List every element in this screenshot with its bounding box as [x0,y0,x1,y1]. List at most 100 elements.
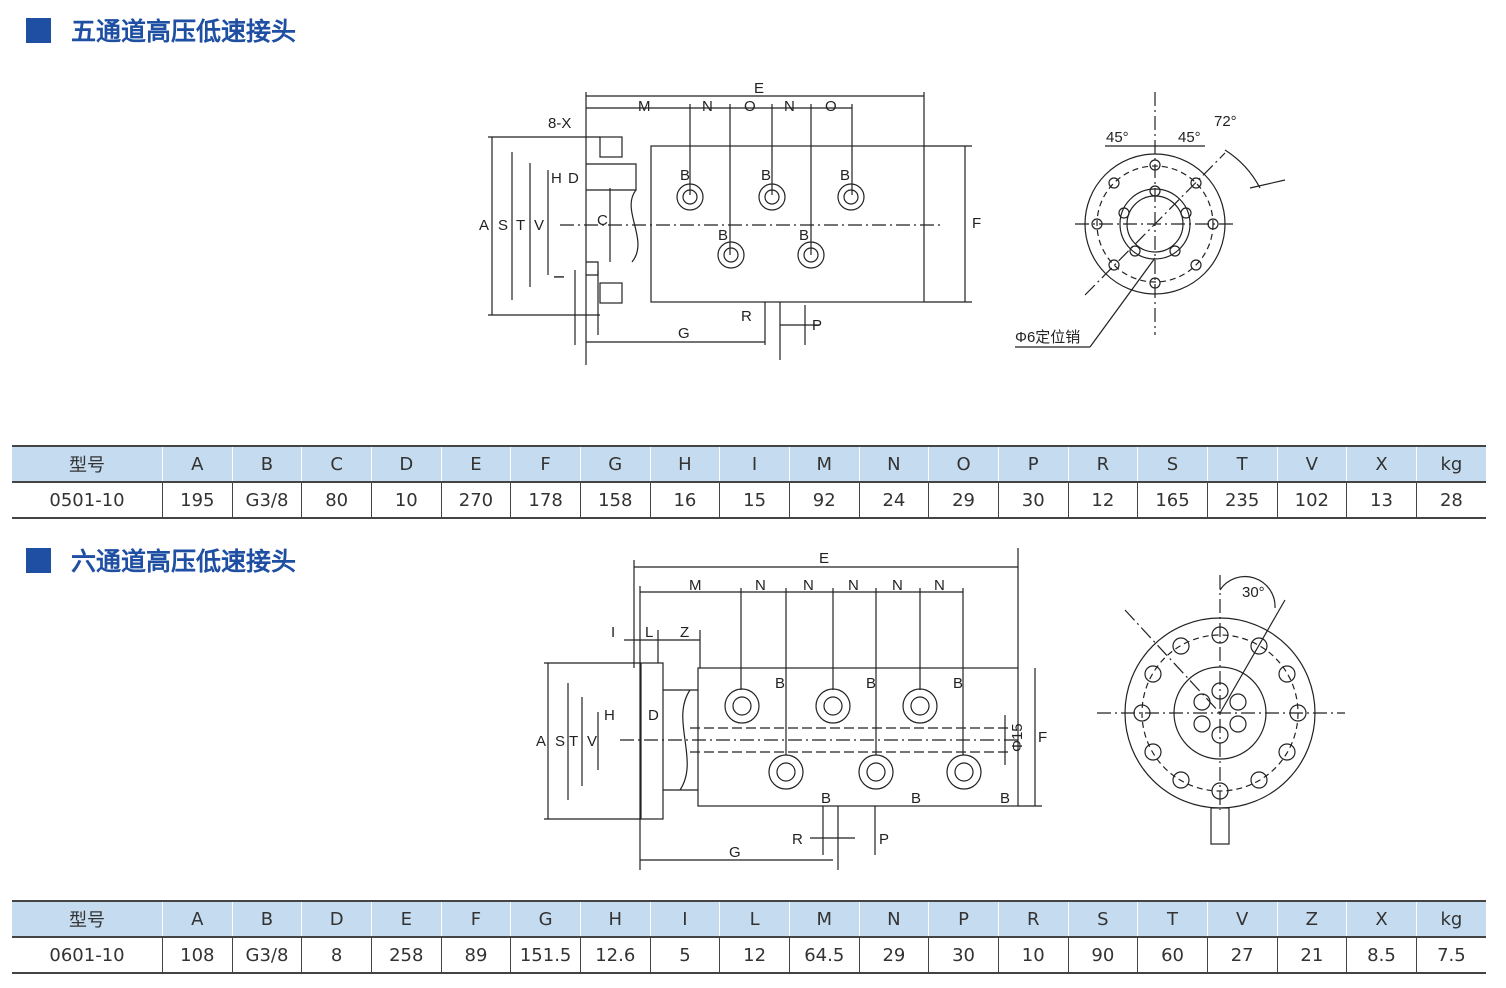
dim-label: R [741,308,752,325]
port-label: B [761,167,771,184]
column-header: H [579,900,651,938]
column-header: H [649,445,720,483]
table-cell: 195 [162,482,233,519]
table-cell: 30 [928,937,999,974]
dim-label: S [555,733,565,750]
column-header: F [440,900,511,938]
dim-label: P [812,317,822,334]
table-cell: 258 [370,937,442,974]
dim-label: F [972,215,981,232]
column-header: I [719,445,790,483]
dim-label: G [729,844,741,861]
column-header: D [301,900,372,938]
column-header: E [370,900,442,938]
port-label: B [718,227,728,244]
dim-label: D [568,170,579,187]
dim-label: C [597,212,608,229]
section1-title: 五通道高压低速接头 [26,12,296,48]
dim-label: H [604,707,615,724]
table-cell: 16 [649,482,720,519]
table-cell: 108 [162,937,233,974]
port-label: B [911,790,921,807]
dim-label: M [689,577,702,594]
table-cell: 0501-10 [12,482,163,519]
table-cell: 5 [649,937,720,974]
table-cell: 80 [301,482,372,519]
column-header: P [928,900,999,938]
table-cell: 13 [1346,482,1417,519]
table-cell: 158 [579,482,651,519]
port-label: B [799,227,809,244]
column-header: T [1137,900,1208,938]
dim-label: D [648,707,659,724]
angle-label: 30° [1242,584,1265,601]
port-label: B [775,675,785,692]
column-header: D [370,445,442,483]
section2-title-text: 六通道高压低速接头 [71,547,297,576]
section1-title-text: 五通道高压低速接头 [71,17,297,46]
table-cell: 8 [301,937,372,974]
table-cell: 10 [997,937,1069,974]
column-header: R [997,900,1069,938]
table-cell: 8.5 [1346,937,1417,974]
table-cell: 30 [997,482,1069,519]
locating-pin-label: Φ6定位销 [1015,329,1080,346]
column-header: S [1137,445,1208,483]
dim-label: N [803,577,814,594]
dim-label: N [892,577,903,594]
dim-label: P [879,831,889,848]
column-header: A [162,445,233,483]
column-header: X [1346,900,1417,938]
table-cell: G3/8 [231,937,302,974]
title-marker-icon [26,17,51,43]
table-cell: 89 [440,937,511,974]
dim-label: E [754,80,764,97]
column-header: N [858,900,929,938]
six-channel-side-view: E M N N N N N I L Z H D A S T V F Φ15 B … [536,548,1047,870]
dim-label: Φ15 [1009,723,1026,752]
dim-label: N [784,98,795,115]
dim-label: N [934,577,945,594]
dim-label: N [848,577,859,594]
dim-label: N [755,577,766,594]
table-cell: 60 [1137,937,1208,974]
column-header: E [440,445,511,483]
dim-label: T [516,217,525,234]
table-cell: 29 [928,482,999,519]
column-header: P [997,445,1069,483]
column-header: kg [1415,445,1486,483]
table-cell: 21 [1276,937,1347,974]
table-cell: 92 [788,482,860,519]
column-header: 型号 [12,900,163,938]
table-cell: 165 [1137,482,1208,519]
dim-label: N [702,98,713,115]
dim-label: A [536,733,546,750]
column-header: G [579,445,651,483]
column-header: G [510,900,581,938]
table-cell: 235 [1206,482,1277,519]
column-header: O [928,445,999,483]
angle-label: 45° [1106,129,1129,146]
port-label: B [821,790,831,807]
dim-label: 8-X [548,115,571,132]
table-cell: 27 [1206,937,1277,974]
dim-label: G [678,325,690,342]
column-header: C [301,445,372,483]
dim-label: O [744,98,756,115]
column-header: M [788,445,860,483]
dim-label: V [587,733,597,750]
table-cell: 24 [858,482,929,519]
title-marker-icon [26,547,51,573]
table-cell: 64.5 [788,937,860,974]
table-cell: 90 [1067,937,1138,974]
dim-label: E [819,550,829,567]
column-header: V [1206,900,1277,938]
dim-label: R [792,831,803,848]
five-channel-side-view: E M N O N O 8-X H D A S T V C F B B B B … [479,80,981,365]
column-header: 型号 [12,445,163,483]
